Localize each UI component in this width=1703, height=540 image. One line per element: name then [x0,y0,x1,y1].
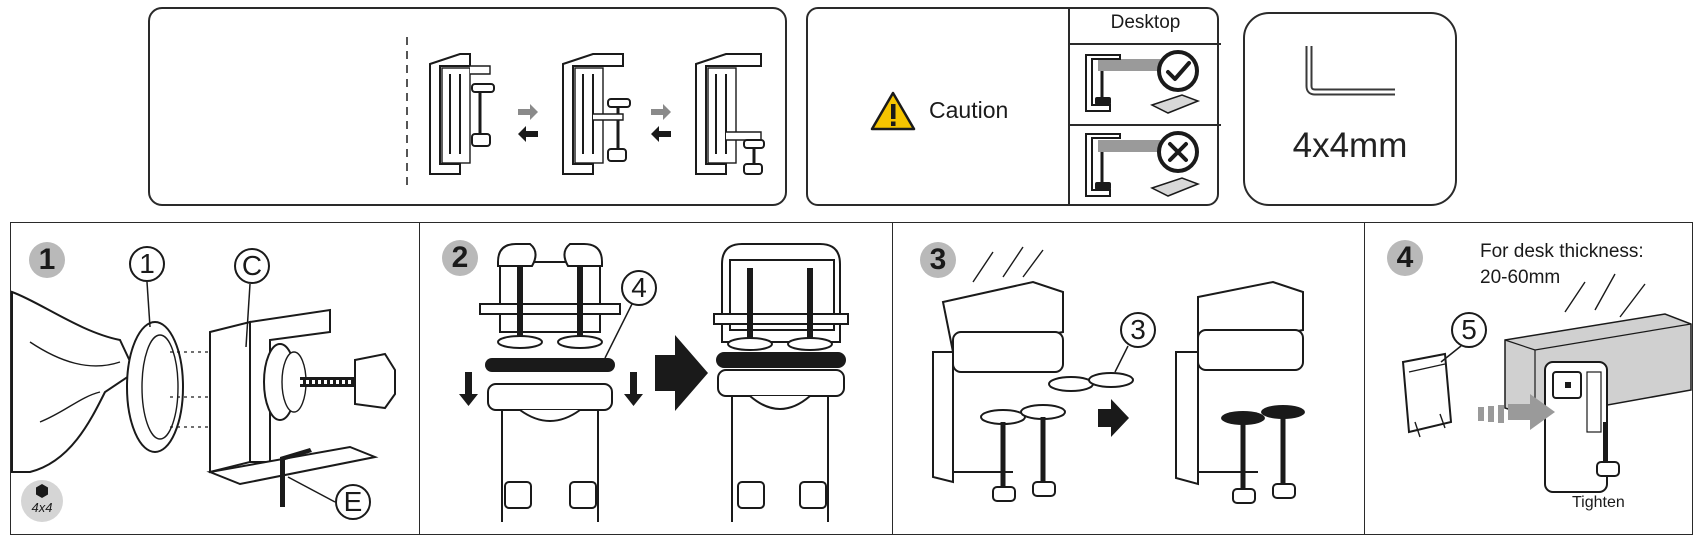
callout-part-c: C [234,248,270,284]
check-circle-icon [1157,50,1199,92]
desktop-column: Desktop [1068,7,1221,206]
step-2-illustration [459,243,849,522]
clamp-config-1 [429,53,495,175]
tool-panel: 4x4mm [1243,12,1457,206]
caution-panel: Caution Desktop [806,7,1221,206]
caution-label: Caution [929,97,1009,123]
hex-size-badge: 4x4 [21,480,63,522]
insert-arrow [1508,394,1555,430]
callout-leaders [146,281,336,503]
clamp-with-caps [1175,280,1305,504]
callout-part-1: 1 [129,246,165,282]
step-number-badge: 4 [1387,240,1423,276]
clamp-with-pad [713,243,849,522]
swap-arrows-1 [518,104,538,142]
step-number-badge: 3 [920,242,956,278]
clamp-before-caps [932,246,1066,502]
clamp-config-2 [562,53,631,175]
step-3-panel: 3 [893,222,1364,535]
step-divider-2 [892,222,893,535]
step-number-badge: 2 [442,240,478,276]
step-1-panel: 1 1 C E 4x4 [10,222,419,535]
step-1-illustration [11,290,396,507]
callout-part-5: 5 [1451,312,1487,348]
desk-thickness-title: For desk thickness: [1480,241,1644,262]
step-divider-3 [1364,222,1365,535]
desktop-header: Desktop [1110,12,1181,33]
tighten-label: Tighten [1572,494,1625,511]
step-divider-1 [419,222,420,535]
hex-size-label: 4x4 [31,500,53,515]
step-4-panel: 4 For desk thickness: 20-60mm 5 Tighten [1365,222,1693,535]
callout-part-4: 4 [621,270,657,306]
tool-size-label: 4x4mm [1292,126,1408,165]
spacer-part [1401,352,1453,434]
correct-clamp-illustration [1085,50,1201,114]
clamp-before-pad [459,243,643,522]
incorrect-clamp-illustration [1085,131,1201,197]
step-2-arrow [655,335,708,411]
callout-part-3: 3 [1120,312,1156,348]
clamp-sequence-illustration [406,37,765,189]
step-number-badge: 1 [29,242,65,278]
hex-key-icon [1305,46,1395,96]
callout-leader-3 [1114,345,1129,373]
clamp-config-3 [695,53,765,175]
hex-bolt-icon [36,484,48,498]
desk-thickness-range: 20-60mm [1480,267,1561,288]
warning-triangle-icon [870,91,916,131]
row-divider [1070,124,1221,126]
callout-leader-4 [604,303,633,359]
callout-leader-5 [1440,345,1462,363]
step-2-panel: 2 [420,222,892,535]
step-4-illustration [1401,273,1692,493]
pad-cap-2 [1088,372,1134,388]
header-divider [1070,43,1221,45]
swap-arrows-2 [651,104,671,142]
step-3-illustration [932,246,1305,504]
callout-part-e: E [335,484,371,520]
clamp-adjustment-panel [148,7,787,206]
step-3-arrow [1098,399,1129,437]
